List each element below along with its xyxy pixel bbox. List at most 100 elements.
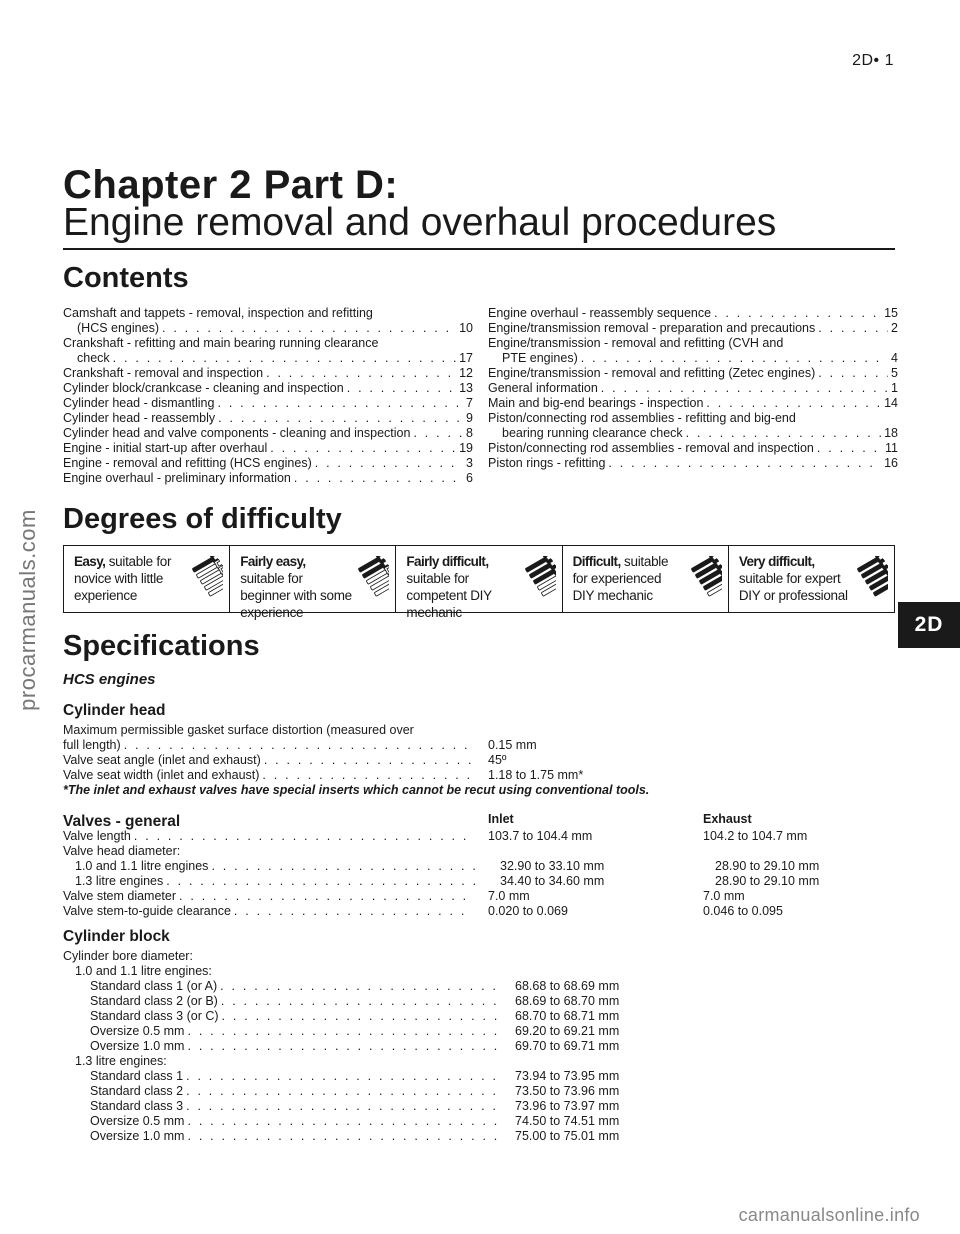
- spec-label: 1.0 and 1.1 litre engines:: [63, 964, 487, 979]
- spec-row: Standard class 173.94 to 73.95 mm: [63, 1069, 895, 1084]
- spec-row: Oversize 0.5 mm74.50 to 74.51 mm: [63, 1114, 895, 1129]
- contents-entry-page: 17: [459, 351, 473, 365]
- cylinder-block-rows: Cylinder bore diameter:1.0 and 1.1 litre…: [63, 949, 895, 1144]
- spec-label: Valve seat width (inlet and exhaust): [63, 768, 475, 783]
- chapter-side-tab: 2D: [898, 602, 960, 648]
- spec-label: Valve seat angle (inlet and exhaust): [63, 753, 475, 768]
- difficulty-level-description: suitable for novice with little experien…: [74, 554, 172, 603]
- contents-entry: Cylinder head - dismantling7: [63, 396, 473, 411]
- leader-dots: [266, 366, 456, 381]
- spec-label: Standard class 3: [63, 1099, 502, 1114]
- difficulty-level-name: Fairly difficult,: [406, 554, 489, 569]
- contents-entry-page: 1: [891, 381, 898, 395]
- cylinder-head-rows: Maximum permissible gasket surface disto…: [63, 723, 895, 783]
- spec-value-inlet: 1.18 to 1.75 mm*: [488, 768, 584, 782]
- spec-label: Oversize 0.5 mm: [63, 1024, 502, 1039]
- spec-row: 1.3 litre engines34.40 to 34.60 mm28.90 …: [63, 874, 895, 889]
- contents-entry: Cylinder head and valve components - cle…: [63, 426, 473, 441]
- spec-label: Standard class 2 (or B): [63, 994, 502, 1009]
- spec-label-text: Valve seat width (inlet and exhaust): [63, 768, 260, 782]
- contents-entry: General information1: [488, 381, 898, 396]
- contents-entry-page: 7: [466, 396, 473, 410]
- difficulty-level: Difficult, suitable for experienced DIY …: [563, 546, 729, 612]
- difficulty-scale: Easy, suitable for novice with little ex…: [63, 545, 895, 620]
- spec-label: Valve stem-to-guide clearance: [63, 904, 475, 919]
- difficulty-level-name: Easy,: [74, 554, 106, 569]
- contents-entry: Cylinder block/crankcase - cleaning and …: [63, 381, 473, 396]
- spec-row: Cylinder bore diameter:: [63, 949, 895, 964]
- spec-label: Oversize 0.5 mm: [63, 1114, 502, 1129]
- spec-label: Oversize 1.0 mm: [63, 1129, 502, 1144]
- contents-entry: Engine/transmission - removal and refitt…: [488, 336, 898, 351]
- spec-value-inlet: 45º: [488, 753, 507, 767]
- spec-label-text: Standard class 1 (or A): [90, 979, 218, 993]
- contents-entry: Engine/transmission removal - preparatio…: [488, 321, 898, 336]
- contents-entry-text: Crankshaft - removal and inspection: [63, 366, 264, 380]
- spec-value-exhaust: 0.046 to 0.095: [703, 904, 783, 918]
- specifications-heading: Specifications: [63, 630, 260, 662]
- spec-label-text: Oversize 1.0 mm: [90, 1129, 185, 1143]
- inlet-column-header: Inlet: [488, 812, 514, 826]
- leader-dots: [714, 306, 881, 321]
- spec-label: Standard class 3 (or C): [63, 1009, 502, 1024]
- contents-entry-text: check: [77, 351, 110, 365]
- spec-label-text: Oversize 0.5 mm: [90, 1114, 185, 1128]
- spec-value-inlet: 73.94 to 73.95 mm: [515, 1069, 620, 1083]
- spec-row: Standard class 3 73.96 to 73.97 mm: [63, 1099, 895, 1114]
- difficulty-level-name: Very difficult,: [738, 554, 815, 569]
- leader-dots: [601, 381, 888, 396]
- contents-entry-text: Engine/transmission - removal and refitt…: [488, 336, 784, 350]
- spec-label-text: 1.3 litre engines:: [75, 1054, 167, 1068]
- spec-row: Oversize 1.0 mm75.00 to 75.01 mm: [63, 1129, 895, 1144]
- difficulty-level-description: suitable for expert DIY or professional: [738, 571, 848, 603]
- watermark-left: procarmanuals.com: [8, 495, 48, 725]
- spec-value-inlet: 32.90 to 33.10 mm: [500, 859, 605, 873]
- leader-dots: [187, 1024, 499, 1039]
- spec-label: Valve head diameter:: [63, 844, 475, 859]
- contents-entry-page: 12: [459, 366, 473, 380]
- difficulty-level-name: Fairly easy,: [240, 554, 306, 569]
- contents-entry: Crankshaft - removal and inspection 12: [63, 366, 473, 381]
- page-number: 2D• 1: [852, 52, 894, 69]
- contents-entry: Cylinder head - reassembly9: [63, 411, 473, 426]
- contents-entry-page: 4: [891, 351, 898, 365]
- spec-row: Valve seat width (inlet and exhaust) 1.18…: [63, 768, 895, 783]
- spec-value-exhaust: 28.90 to 29.10 mm: [715, 859, 820, 873]
- contents-entry-text: Engine/transmission - removal and refitt…: [488, 366, 816, 380]
- leader-dots: [221, 994, 499, 1009]
- spec-value-inlet: [487, 964, 715, 979]
- spec-label-text: Maximum permissible gasket surface disto…: [63, 723, 414, 737]
- contents-entry: Piston rings - refitting16: [488, 456, 898, 471]
- spec-row: 1.0 and 1.1 litre engines 32.90 to 33.10 …: [63, 859, 895, 874]
- spec-label-text: Valve stem-to-guide clearance: [63, 904, 231, 918]
- spec-label-text: Standard class 2 (or B): [90, 994, 218, 1008]
- spec-label: Valve length: [63, 829, 475, 844]
- spec-label-text: Standard class 2: [90, 1084, 184, 1098]
- spec-label: 1.0 and 1.1 litre engines: [63, 859, 487, 874]
- contents-entry-page: 8: [466, 426, 473, 440]
- spec-value-inlet: [475, 723, 703, 738]
- spec-row: Oversize 0.5 mm69.20 to 69.21 mm: [63, 1024, 895, 1039]
- leader-dots: [186, 1099, 499, 1114]
- contents-entry-text: (HCS engines): [77, 321, 159, 335]
- spec-row: Valve head diameter:: [63, 844, 895, 859]
- spanner-rating-icon: [690, 556, 722, 597]
- leader-dots: [264, 753, 472, 768]
- contents-entry: PTE engines)4: [488, 351, 898, 366]
- spec-value-inlet: 7.0 mm: [488, 889, 530, 903]
- contents-entry-text: Engine - initial start-up after overhaul: [63, 441, 268, 455]
- spec-row: 1.0 and 1.1 litre engines:: [63, 964, 895, 979]
- spec-value-inlet: 73.96 to 73.97 mm: [515, 1099, 620, 1113]
- leader-dots: [162, 321, 456, 336]
- spec-label-text: 1.0 and 1.1 litre engines: [75, 859, 209, 873]
- spec-value-inlet: [475, 844, 703, 859]
- cylinder-head-note: *The inlet and exhaust valves have speci…: [63, 783, 650, 797]
- contents-entry-text: Piston/connecting rod assemblies - refit…: [488, 411, 796, 425]
- difficulty-level-description: suitable for experienced DIY mechanic: [572, 554, 669, 603]
- contents-entry: Engine overhaul - reassembly sequence15: [488, 306, 898, 321]
- contents-entry-page: 2: [891, 321, 898, 335]
- spec-label-text: Valve head diameter:: [63, 844, 181, 858]
- spec-label: Cylinder bore diameter:: [63, 949, 475, 964]
- contents-entry: Piston/connecting rod assemblies - refit…: [488, 411, 898, 426]
